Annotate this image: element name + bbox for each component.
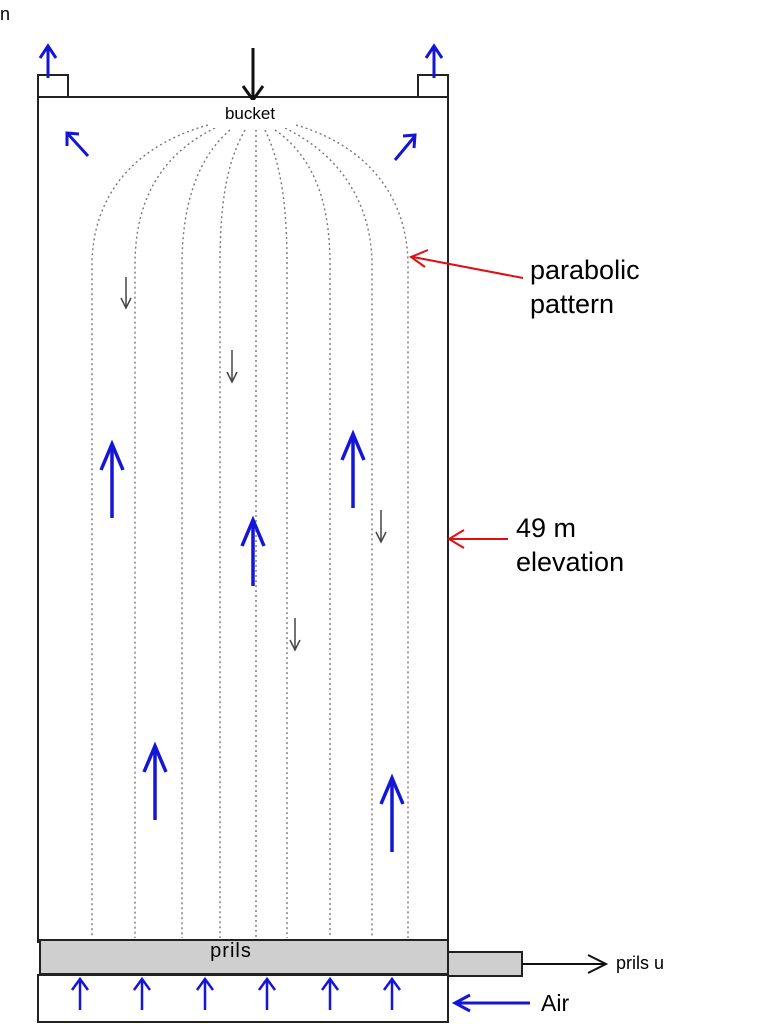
inlet-up-arrow bbox=[195, 976, 215, 1010]
droplet-down-arrow bbox=[226, 350, 238, 384]
air-up-arrow bbox=[142, 741, 168, 820]
vent-right-up-arrow bbox=[424, 43, 444, 78]
droplet-down-arrow bbox=[120, 277, 132, 310]
droplet-down-arrow bbox=[375, 510, 387, 544]
inlet-up-arrow bbox=[382, 976, 402, 1010]
droplet-down-arrow bbox=[289, 618, 301, 652]
bucket-label: bucket bbox=[209, 100, 291, 128]
air-up-arrow bbox=[379, 773, 405, 852]
air-inlet-chamber bbox=[37, 974, 449, 1023]
parabolic-label-line1: parabolic bbox=[530, 255, 640, 285]
air-label: Air bbox=[541, 990, 570, 1016]
vent-right bbox=[417, 74, 449, 98]
inlet-up-arrow bbox=[257, 976, 277, 1010]
feed-down-arrow bbox=[241, 48, 265, 103]
elevation-annotation-arrow bbox=[447, 529, 508, 549]
parabolic-pattern-label: parabolic pattern bbox=[530, 253, 640, 321]
vent-left bbox=[37, 74, 69, 98]
vent-left-up-arrow bbox=[38, 43, 58, 78]
inlet-up-arrow bbox=[320, 976, 340, 1010]
diagonal-arrow-right bbox=[393, 133, 417, 161]
parabolic-droplet-paths bbox=[91, 124, 409, 938]
air-up-arrow bbox=[240, 515, 266, 586]
diagonal-arrow-left bbox=[65, 131, 90, 158]
elevation-label-line1: 49 m bbox=[516, 513, 577, 543]
air-up-arrow bbox=[99, 439, 125, 518]
prils-outlet-label: prils u bbox=[616, 953, 665, 973]
inlet-up-arrow bbox=[132, 976, 152, 1010]
air-inflow-arrow bbox=[451, 993, 530, 1013]
elevation-label: 49 m elevation bbox=[516, 511, 624, 579]
prils-layer-label: prils bbox=[210, 940, 252, 962]
inlet-up-arrow bbox=[70, 976, 90, 1010]
air-up-arrow bbox=[340, 429, 366, 508]
tower-body bbox=[37, 96, 449, 943]
prils-layer bbox=[39, 939, 449, 975]
parabolic-label-line2: pattern bbox=[530, 289, 615, 319]
prils-outlet-pipe bbox=[447, 951, 523, 977]
parabolic-annotation-arrow bbox=[408, 249, 524, 279]
prils-outlet-arrow bbox=[522, 954, 609, 974]
elevation-label-line2: elevation bbox=[516, 547, 625, 577]
top-edge-mark: n bbox=[0, 4, 11, 24]
